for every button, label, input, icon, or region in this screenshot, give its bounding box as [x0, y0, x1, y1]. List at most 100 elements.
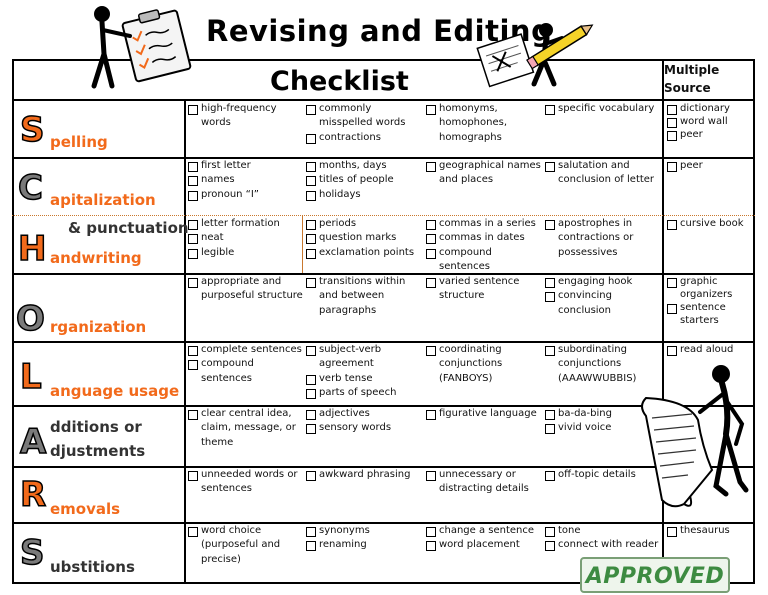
checklist-item[interactable]: word choice (purposeful and precise) [187, 524, 303, 567]
checklist-item[interactable]: geographical names and places [425, 159, 543, 188]
checklist-item[interactable]: homonyms, homophones, homographs [425, 102, 543, 145]
checklist-item[interactable]: synonyms [305, 524, 423, 538]
checklist-item[interactable]: specific vocabulary [544, 102, 662, 116]
source-cell: read aloud [666, 343, 752, 356]
checklist-item[interactable]: verb tense [305, 372, 423, 386]
source-cell: thesaurus [666, 524, 752, 537]
checklist-item[interactable]: vivid voice [544, 421, 662, 435]
checklist-cell: transitions within and between paragraph… [305, 275, 423, 318]
checklist-item[interactable]: adjectives [305, 407, 423, 421]
checklist-item[interactable]: complete sentences [187, 343, 303, 357]
checklist-item[interactable]: neat [187, 231, 303, 245]
checklist-item[interactable]: holidays [305, 188, 423, 202]
checklist-item[interactable]: first letter [187, 159, 303, 173]
row-word: ubstitions [50, 558, 135, 576]
checklist-item[interactable]: parts of speech [305, 386, 423, 400]
row-word: emovals [50, 500, 121, 518]
checklist-item[interactable]: convincing conclusion [544, 289, 662, 318]
checklist-cell: homonyms, homophones, homographs [425, 102, 543, 145]
source-item[interactable]: read aloud [666, 343, 752, 356]
checklist-item[interactable]: word placement [425, 538, 543, 552]
column-divider [302, 216, 303, 274]
row-word: anguage usage [50, 382, 180, 400]
checklist-cell: off-topic details [544, 468, 662, 482]
row-divider [12, 215, 755, 216]
row-divider [12, 522, 755, 524]
source-item[interactable]: word wall [666, 115, 752, 128]
checklist-item[interactable]: awkward phrasing [305, 468, 423, 482]
stick-figure-scroll-icon [641, 365, 749, 508]
checklist-item[interactable]: varied sentence structure [425, 275, 543, 304]
checklist-item[interactable]: coordinating conjunctions (FANBOYS) [425, 343, 543, 386]
row-letter: C [17, 168, 43, 208]
checklist-item[interactable]: commonly misspelled words [305, 102, 423, 131]
checklist-item[interactable]: titles of people [305, 173, 423, 187]
source-item[interactable]: peer [666, 128, 752, 141]
checklist-item[interactable]: names [187, 173, 303, 187]
source-item[interactable]: graphic organizers [666, 275, 752, 301]
checklist-item[interactable]: connect with reader [544, 538, 662, 552]
checklist-cell: appropriate and purposeful structure [187, 275, 303, 304]
checklist-item[interactable]: figurative language [425, 407, 543, 421]
checklist-item[interactable]: question marks [305, 231, 423, 245]
checklist-item[interactable]: subject-verb agreement [305, 343, 423, 372]
checklist-item[interactable]: change a sentence [425, 524, 543, 538]
row-divider [12, 157, 755, 159]
checklist-item[interactable]: contractions [305, 131, 423, 145]
checklist-cell: unneeded words or sentences [187, 468, 303, 497]
checklist-item[interactable]: clear central idea, claim, message, or t… [187, 407, 303, 450]
checklist-item[interactable]: tone [544, 524, 662, 538]
checklist-item[interactable]: letter formation [187, 217, 303, 231]
row-letter: S [19, 533, 45, 573]
checklist-item[interactable]: high-frequency words [187, 102, 303, 131]
multiple-source-header: Multiple Source [664, 63, 720, 95]
checklist-cell: salutation and conclusion of letter [544, 159, 662, 188]
source-item[interactable]: peer [666, 159, 752, 172]
checklist-item[interactable]: periods [305, 217, 423, 231]
column-divider [184, 101, 186, 584]
checklist-item[interactable]: apostrophes in contractions or possessiv… [544, 217, 662, 260]
checklist-item[interactable]: legible [187, 246, 303, 260]
checklist-item[interactable]: pronoun “I” [187, 188, 303, 202]
checklist-item[interactable]: unneeded words or sentences [187, 468, 303, 497]
source-item[interactable]: thesaurus [666, 524, 752, 537]
checklist-item[interactable]: salutation and conclusion of letter [544, 159, 662, 188]
checklist-item[interactable]: engaging hook [544, 275, 662, 289]
checklist-item[interactable]: compound sentences [187, 357, 303, 386]
checklist-item[interactable]: off-topic details [544, 468, 662, 482]
checklist-item[interactable]: subordinating conjunctions (AAAWWUBBIS) [544, 343, 662, 386]
checklist-item[interactable]: compound sentences [425, 246, 543, 275]
checklist-item[interactable]: appropriate and purposeful structure [187, 275, 303, 304]
checklist-cell: high-frequency words [187, 102, 303, 131]
checklist-item[interactable]: ba-da-bing [544, 407, 662, 421]
checklist-table [12, 59, 755, 584]
row-word-extra: & punctuation [68, 219, 189, 237]
checklist-item[interactable]: commas in dates [425, 231, 543, 245]
checklist-item[interactable]: sensory words [305, 421, 423, 435]
checklist-item[interactable]: commas in a series [425, 217, 543, 231]
row-letter: L [19, 357, 42, 397]
checklist-cell: figurative language [425, 407, 543, 421]
row-letter: S [19, 110, 45, 150]
checklist-item[interactable]: months, days [305, 159, 423, 173]
row-letter: O [15, 299, 45, 339]
checklist-item[interactable]: unnecessary or distracting details [425, 468, 543, 497]
source-item[interactable]: dictionary [666, 102, 752, 115]
checklist-cell: unnecessary or distracting details [425, 468, 543, 497]
checklist-item[interactable]: exclamation points [305, 246, 423, 260]
row-divider [12, 273, 755, 275]
source-item[interactable]: cursive book [666, 217, 752, 230]
source-item[interactable]: sentence starters [666, 301, 752, 327]
row-word: apitalization [50, 191, 156, 209]
checklist-item[interactable]: transitions within and between paragraph… [305, 275, 423, 318]
checklist-item[interactable]: renaming [305, 538, 423, 552]
row-word: rganization [50, 318, 147, 336]
